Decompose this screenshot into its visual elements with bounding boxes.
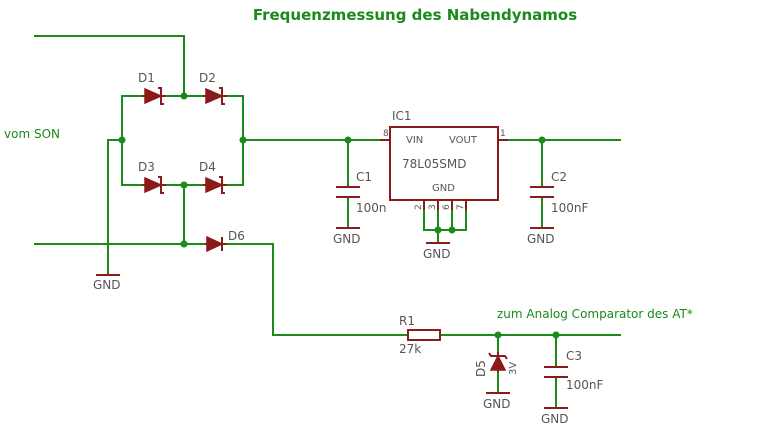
- diode-d6: D6: [205, 229, 245, 253]
- junctions: [118, 92, 560, 339]
- ic1-value: 78L05SMD: [402, 157, 466, 171]
- capacitor-c1: C1 100n: [336, 170, 387, 215]
- c3-label: C3: [566, 349, 582, 363]
- capacitor-c3: C3 100nF: [544, 349, 604, 392]
- gnd-symbol-c3: GND: [541, 407, 569, 426]
- gnd-label-c2: GND: [527, 232, 555, 246]
- input-label: vom SON: [4, 127, 60, 141]
- ic1-pinnum-gnd-1: 2: [414, 204, 424, 210]
- diode-d4: D4: [199, 160, 227, 194]
- output-label: zum Analog Comparator des AT*: [497, 307, 693, 321]
- c1-value: 100n: [356, 201, 387, 215]
- ic1-pin-vin: VIN: [406, 135, 423, 146]
- gnd-symbol-c2: GND: [527, 227, 555, 246]
- ic1-pinnum-vin: 8: [383, 129, 389, 139]
- resistor-r1: R1 27k: [399, 314, 441, 356]
- c1-label: C1: [356, 170, 372, 184]
- diode-d3: D3: [138, 160, 166, 194]
- gnd-label-c3: GND: [541, 412, 569, 426]
- c2-value: 100nF: [551, 201, 589, 215]
- ic1-pin-vout: VOUT: [449, 135, 478, 146]
- gnd-label-c1: GND: [333, 232, 361, 246]
- d6-label: D6: [228, 229, 245, 243]
- diode-d1: D1: [138, 71, 166, 105]
- d3-label: D3: [138, 160, 155, 174]
- gnd-symbol-left: GND: [93, 274, 121, 292]
- d5-value: 3V: [508, 362, 519, 375]
- diode-d2: D2: [199, 71, 227, 105]
- r1-value: 27k: [399, 342, 421, 356]
- zener-d5: D5 3V: [474, 352, 519, 377]
- diagram-title: Frequenzmessung des Nabendynamos: [253, 6, 577, 24]
- gnd-label-left: GND: [93, 278, 121, 292]
- ic1-pinnum-gnd-2: 3: [428, 204, 438, 210]
- regulator-ic1: IC1 VIN VOUT 78L05SMD GND 8 1 2 3 6 7: [380, 109, 508, 210]
- d5-label: D5: [474, 360, 488, 377]
- d4-label: D4: [199, 160, 216, 174]
- capacitor-c2: C2 100nF: [530, 170, 589, 215]
- ic1-pinnum-vout: 1: [500, 129, 506, 139]
- wires: [34, 35, 621, 409]
- ic1-label: IC1: [392, 109, 412, 123]
- c2-label: C2: [551, 170, 567, 184]
- ic1-pinnum-gnd-4: 7: [456, 204, 466, 210]
- gnd-symbol-d5: GND: [483, 392, 511, 411]
- d1-label: D1: [138, 71, 155, 85]
- gnd-label-ic1: GND: [423, 247, 451, 261]
- gnd-symbol-ic1: GND: [423, 242, 451, 261]
- d2-label: D2: [199, 71, 216, 85]
- gnd-symbol-c1: GND: [333, 227, 361, 246]
- ic1-pin-gnd: GND: [432, 183, 455, 194]
- r1-label: R1: [399, 314, 415, 328]
- ic1-pinnum-gnd-3: 6: [442, 204, 452, 210]
- gnd-label-d5: GND: [483, 397, 511, 411]
- c3-value: 100nF: [566, 378, 604, 392]
